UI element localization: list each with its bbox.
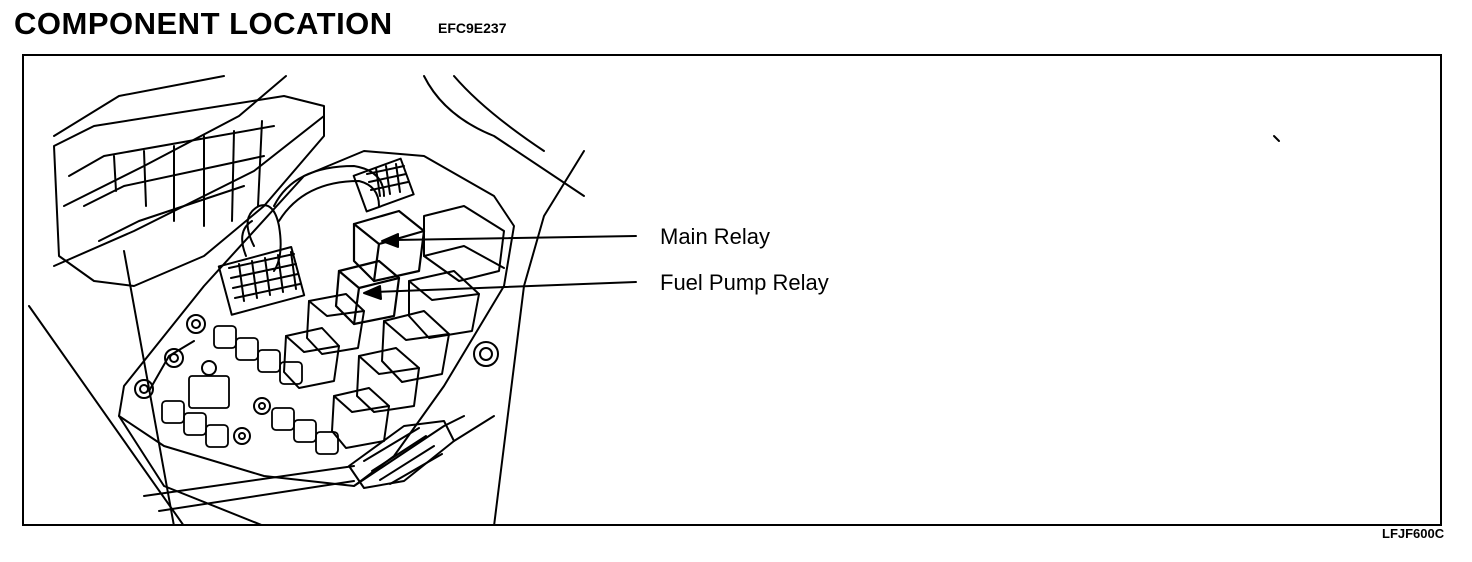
illustration-frame: Main Relay Fuel Pump Relay: [22, 54, 1442, 526]
box-flange: [143, 415, 495, 512]
body-panel-lines: [28, 75, 1280, 524]
leader-main-relay: [381, 233, 637, 248]
connector-lower: [217, 246, 306, 316]
engine-bay-fuse-box-illustration: [28, 75, 1280, 524]
relay-fuel-pump: [334, 259, 401, 326]
leader-fuel-pump-relay: [363, 281, 637, 300]
fuel-pump-relay-label: Fuel Pump Relay: [660, 270, 829, 295]
wire-harness: [241, 165, 385, 272]
terminal-bolts: [134, 314, 499, 445]
connector-upper: [352, 157, 415, 213]
document-code: EFC9E237: [438, 20, 507, 36]
main-relay-label: Main Relay: [660, 224, 771, 249]
page-title: COMPONENT LOCATION: [14, 6, 393, 41]
fuse-box-body: [118, 150, 515, 524]
figure-id: LFJF600C: [1382, 526, 1445, 541]
relay-block-right: [283, 205, 505, 449]
fuse-row-lower: [161, 325, 339, 455]
air-box: [53, 95, 325, 287]
